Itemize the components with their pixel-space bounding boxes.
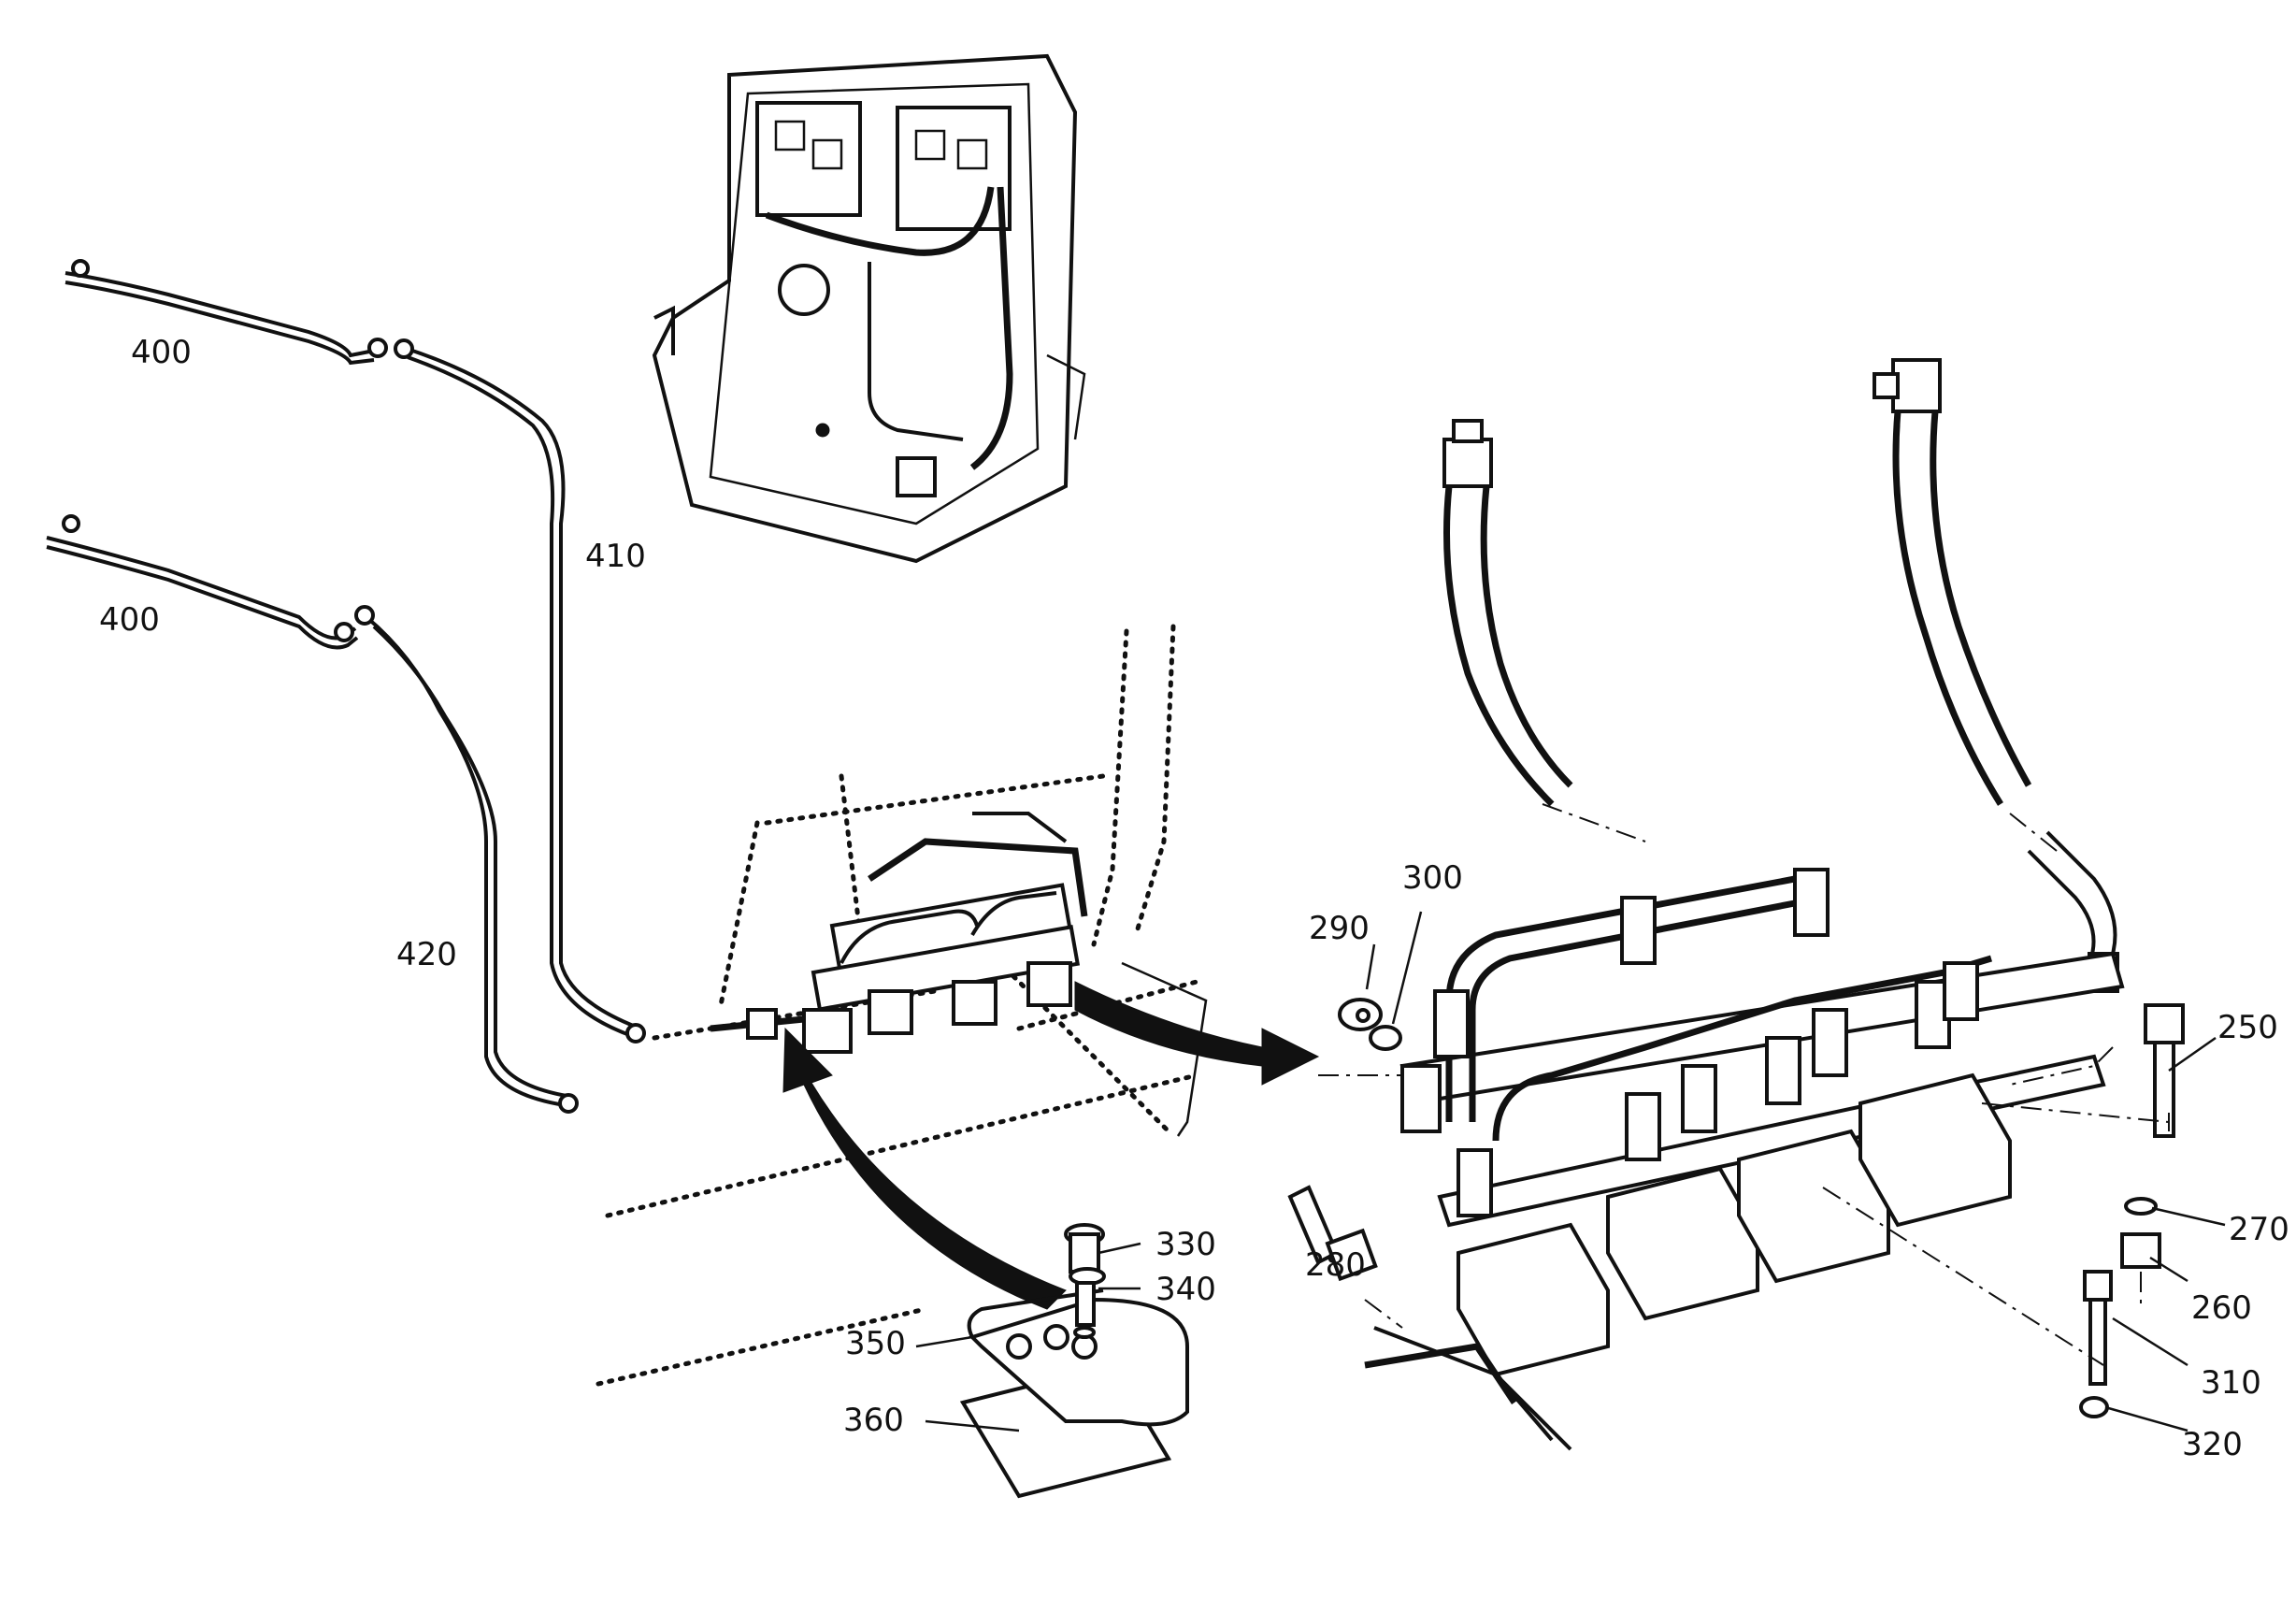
callout-290: 290 <box>1309 910 1370 947</box>
bolt-310 <box>2083 1270 2113 1386</box>
arrow-to-bracket <box>782 1027 1067 1310</box>
callout-420: 420 <box>396 936 457 973</box>
housing-overview <box>652 53 1086 564</box>
pipe-420 <box>354 605 579 1114</box>
callout-300: 300 <box>1402 859 1463 897</box>
pipe-400-upper <box>65 259 388 366</box>
callout-330: 330 <box>1155 1226 1216 1263</box>
valve-block-installed <box>710 883 1081 1054</box>
hose-left <box>1442 419 1573 807</box>
callout-360: 360 <box>843 1402 904 1439</box>
callout-410: 410 <box>585 538 646 575</box>
pipe-410 <box>394 338 646 1043</box>
callout-280: 280 <box>1305 1246 1366 1284</box>
callout-400-lower: 400 <box>99 601 160 639</box>
bolt-280 <box>1287 1185 1378 1282</box>
nut-260 <box>2120 1232 2161 1269</box>
plug-290 <box>1338 998 1383 1031</box>
callout-260: 260 <box>2191 1289 2252 1327</box>
pipe-400-lower <box>46 514 359 650</box>
bolt-250 <box>2144 1003 2185 1138</box>
hose-right <box>1873 358 2119 993</box>
solenoid-coils <box>1364 1072 2012 1451</box>
arrow-to-detail <box>1074 981 1320 1086</box>
callout-400-upper: 400 <box>131 334 192 371</box>
leader-lines <box>915 911 2226 1432</box>
callout-320: 320 <box>2182 1426 2243 1463</box>
seal-300 <box>1369 1025 1402 1051</box>
callout-340: 340 <box>1155 1271 1216 1308</box>
washer-320 <box>2079 1396 2109 1418</box>
bracket-assembly <box>959 1223 1189 1499</box>
callout-labels: 400 400 410 420 290 300 250 270 260 310 … <box>99 334 2289 1463</box>
callout-250: 250 <box>2217 1009 2278 1046</box>
valve-manifold <box>1399 868 2125 1228</box>
callout-350: 350 <box>845 1325 906 1362</box>
callout-270: 270 <box>2229 1211 2289 1248</box>
callout-310: 310 <box>2201 1364 2261 1402</box>
washer-270 <box>2124 1197 2158 1216</box>
assembly-lines <box>1318 803 2170 1366</box>
